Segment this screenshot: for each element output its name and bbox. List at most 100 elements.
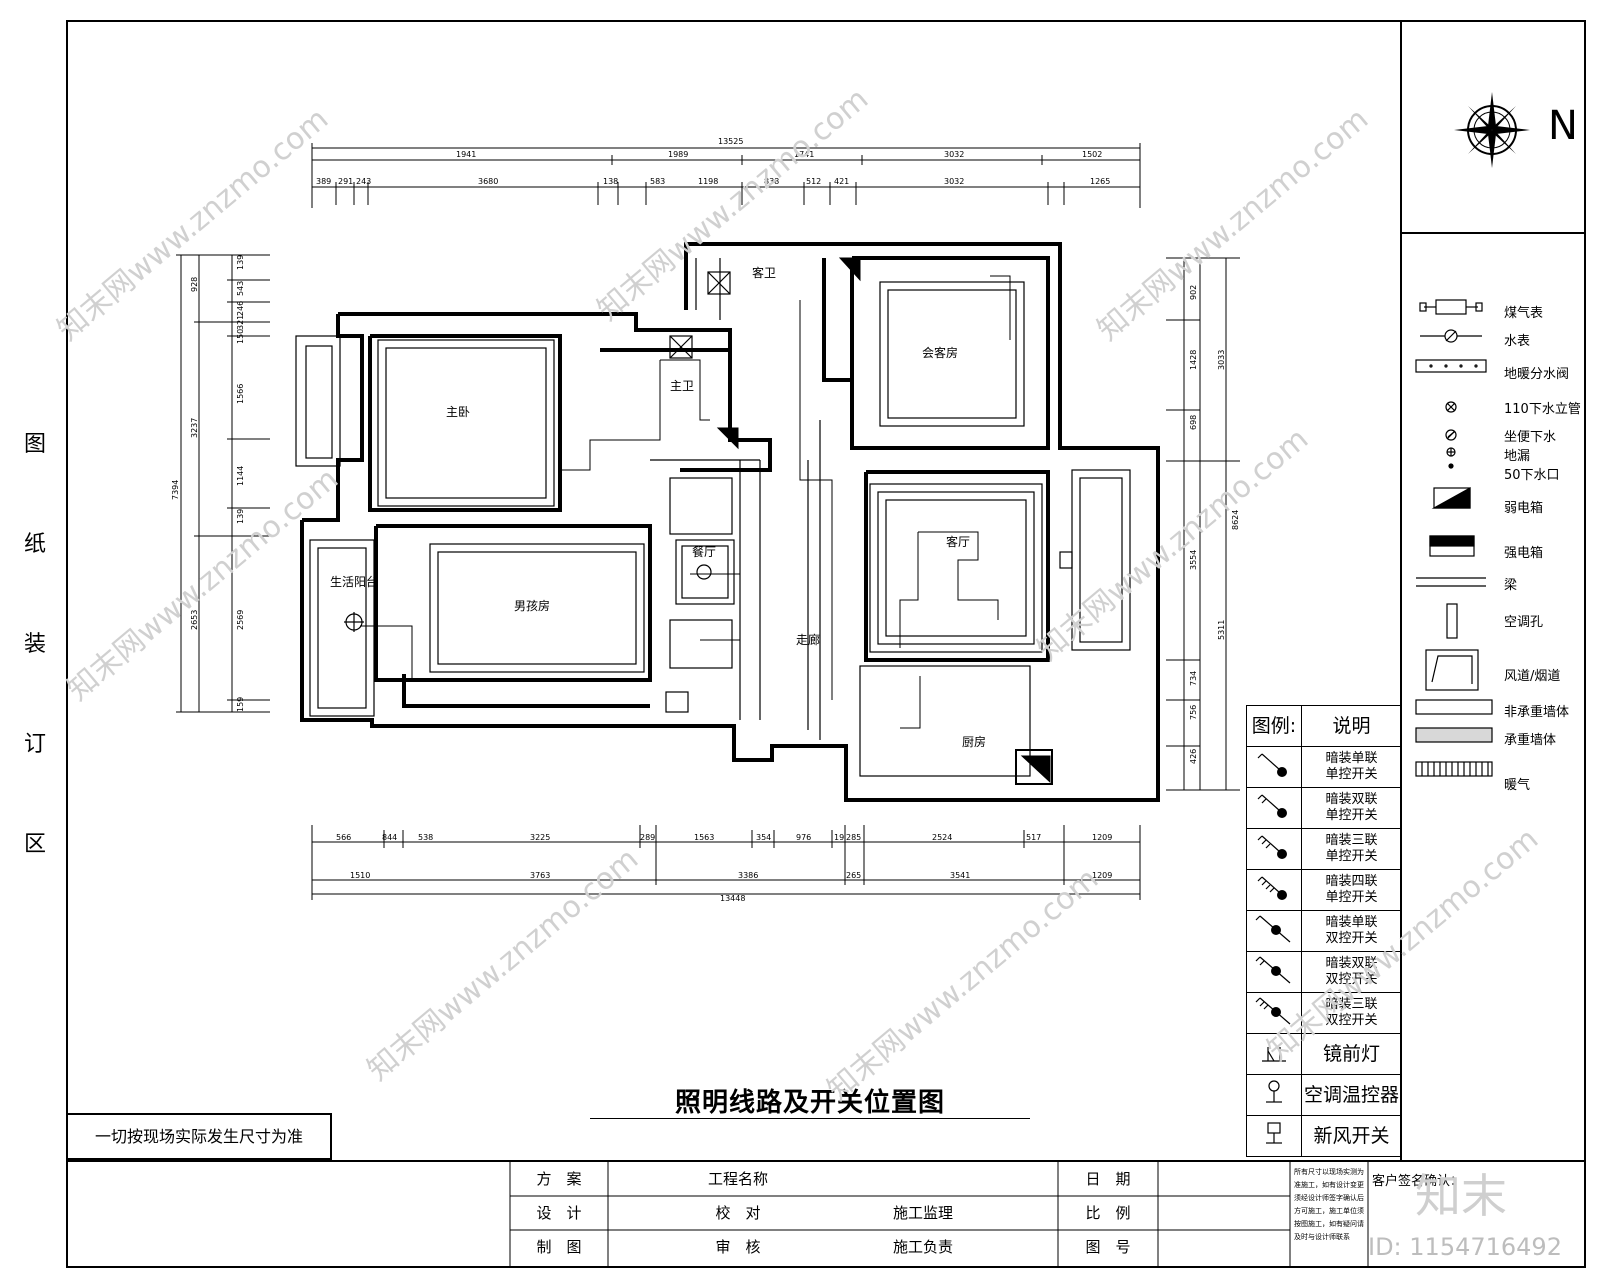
tb-review-label: 审 核 xyxy=(715,1238,761,1256)
legend-manifold-label: 地暖分水阀 xyxy=(1504,367,1570,382)
legend-drain-riser-label: 110下水立管 xyxy=(1504,402,1581,417)
dim-top2: 138 xyxy=(603,177,618,186)
dim-top1: 1989 xyxy=(668,150,688,159)
top-dimension-lines xyxy=(311,143,1141,208)
legend-desc: 暗装单联 xyxy=(1325,751,1378,766)
title-underline xyxy=(590,1118,1030,1119)
dim-left-total: 7394 xyxy=(171,480,180,500)
legend-desc: 暗装三联 xyxy=(1325,997,1378,1012)
legend-desc: 单控开关 xyxy=(1325,808,1378,823)
bearing-wall-icon xyxy=(1415,727,1493,743)
room-label-guest-bath: 客卫 xyxy=(752,265,776,280)
dim-left2: 1144 xyxy=(236,466,245,486)
floor-heating-manifold-icon xyxy=(1415,359,1487,373)
left-dimension-lines xyxy=(176,254,270,713)
tb-supervision-label: 施工监理 xyxy=(892,1204,953,1222)
fixtures xyxy=(344,271,1073,713)
tb-drawing-no-label: 图 号 xyxy=(1085,1238,1131,1256)
legend-non-bearing-label: 非承重墙体 xyxy=(1504,705,1570,720)
legend-ac-hole-label: 空调孔 xyxy=(1504,615,1544,630)
legend-strong-box-label: 强电箱 xyxy=(1504,546,1544,561)
electric-boxes xyxy=(716,257,1053,785)
legend-small-drain-label: 50下水口 xyxy=(1504,468,1560,483)
dim-top2: 583 xyxy=(650,177,665,186)
dim-top2: 291 xyxy=(338,177,353,186)
dim-right-b: 902 xyxy=(1189,285,1198,300)
exterior-walls xyxy=(300,242,1160,802)
title-block: 方 案 设 计 制 图 工程名称 校 对 审 核 施工监理 施工负责 日 期 比… xyxy=(66,1160,1586,1268)
dim-bottom1: 19 xyxy=(834,833,844,842)
legend-desc: 新风开关 xyxy=(1301,1115,1402,1157)
small-drain-icon xyxy=(1448,463,1454,469)
switch-legend-table: 图例: 说明 暗装单联单控开关 暗装双联单控开关 暗装三联单控开关 暗装四联单控… xyxy=(1246,705,1402,1157)
room-label-corridor: 走廊 xyxy=(796,632,820,647)
dim-left2: 150 xyxy=(236,329,245,344)
tb-construction-team-label: 施工负责 xyxy=(892,1238,953,1256)
site-note: 一切按现场实际发生尺寸为准 xyxy=(66,1113,332,1160)
binding-char: 装 xyxy=(23,632,46,657)
room-label-balcony: 生活阳台 xyxy=(330,574,378,589)
double-gang-double-control-switch-icon xyxy=(1255,956,1291,983)
dim-left2: 246 xyxy=(236,301,245,316)
dim-bottom2: 1209 xyxy=(1092,871,1112,880)
dim-left2: 139 xyxy=(236,509,245,524)
legend-water-meter-label: 水表 xyxy=(1504,334,1531,349)
dim-top2: 1198 xyxy=(698,177,718,186)
dim-top2: 3680 xyxy=(478,177,498,186)
non-bearing-wall-icon xyxy=(1415,699,1493,715)
ac-thermostat-icon xyxy=(1266,1079,1282,1103)
room-label-master-bedroom: 主卧 xyxy=(446,405,470,419)
tb-proofread-label: 校 对 xyxy=(715,1204,761,1222)
legend-toilet-drain-label: 坐便下水 xyxy=(1504,430,1557,445)
legend-desc: 暗装单联 xyxy=(1325,915,1378,930)
dim-top1: 3032 xyxy=(944,150,964,159)
dim-top2: 389 xyxy=(316,177,331,186)
legend-desc: 空调温控器 xyxy=(1301,1074,1402,1116)
dim-left2: 2569 xyxy=(236,610,245,630)
dim-left1: 3237 xyxy=(190,418,199,438)
dim-bottom2: 265 xyxy=(846,871,861,880)
dim-top1: 1502 xyxy=(1082,150,1102,159)
tb-date-label: 日 期 xyxy=(1085,1170,1131,1188)
tb-drafting-label: 制 图 xyxy=(536,1238,582,1256)
dim-left2: 543 xyxy=(236,281,245,296)
beam-icon xyxy=(1416,577,1486,587)
dim-bottom1: 844 xyxy=(382,833,397,842)
triple-gang-double-control-switch-icon xyxy=(1255,997,1291,1024)
dim-top2: 838 xyxy=(764,177,779,186)
tb-disclaimer: 所有尺寸以现场实测为准施工，如有设计变更须经设计师签字确认后方可施工，施工单位须… xyxy=(1294,1168,1364,1241)
single-gang-double-control-switch-icon xyxy=(1255,915,1291,942)
drawing-title: 照明线路及开关位置图 xyxy=(674,1088,945,1118)
dimension-labels: 13525 1941 1989 1741 3032 1502 389 291 2… xyxy=(316,137,1112,903)
legend-air-duct-label: 风道/烟道 xyxy=(1504,669,1561,684)
legend-desc: 暗装四联 xyxy=(1325,874,1378,889)
dim-top1: 1941 xyxy=(456,150,476,159)
dim-right-b: 734 xyxy=(1189,671,1198,686)
dim-top2: 421 xyxy=(834,177,849,186)
heating-icon xyxy=(1415,761,1493,777)
title-block-grid xyxy=(509,1162,1369,1266)
bottom-dimension-lines xyxy=(311,825,1141,900)
strong-current-box-icon xyxy=(1429,535,1475,557)
legend-desc: 镜前灯 xyxy=(1301,1033,1402,1075)
dim-bottom1: 1563 xyxy=(694,833,714,842)
sidebar-legend xyxy=(1400,20,1588,1160)
right-dimension-lines xyxy=(1166,257,1240,791)
dim-top2: 3032 xyxy=(944,177,964,186)
drain-riser-icon xyxy=(1445,401,1457,413)
compass-rose-icon xyxy=(1454,92,1530,168)
legend-desc: 单控开关 xyxy=(1325,767,1378,782)
dim-left2: 159 xyxy=(236,697,245,712)
floor-drain-icon xyxy=(1446,447,1456,457)
quad-gang-single-control-switch-icon xyxy=(1257,876,1287,900)
brand-id: ID: 1154716492 xyxy=(1368,1233,1562,1261)
legend-header-desc: 说明 xyxy=(1301,705,1402,747)
dim-bottom1: 289 xyxy=(640,833,655,842)
dim-top-total: 13525 xyxy=(718,137,743,146)
dim-top2: 1265 xyxy=(1090,177,1110,186)
room-label-kids-room: 男孩房 xyxy=(514,598,550,613)
dim-right-b: 1428 xyxy=(1189,350,1198,370)
dim-right-a: 3033 xyxy=(1217,350,1226,370)
dim-bottom1: 517 xyxy=(1026,833,1041,842)
